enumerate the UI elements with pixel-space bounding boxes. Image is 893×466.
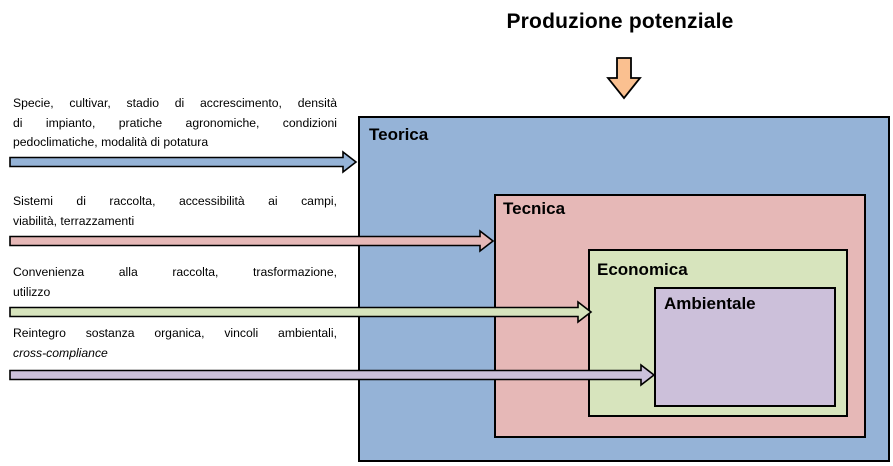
description-economica-line-2: utilizzo bbox=[13, 284, 51, 299]
description-ambientale-line-2: cross-compliance bbox=[13, 345, 108, 360]
description-ambientale-line-1: Reintegro sostanza organica, vincoli amb… bbox=[13, 326, 337, 340]
box-ambientale bbox=[654, 287, 836, 407]
label-tecnica: Tecnica bbox=[503, 199, 566, 218]
description-tecnica: Sistemi di raccolta, accessibilità ai ca… bbox=[13, 192, 337, 231]
label-economica: Economica bbox=[597, 260, 688, 279]
description-economica: Convenienza alla raccolta, trasformazion… bbox=[13, 263, 337, 302]
description-teorica-line-3: pedoclimatiche, modalità di potatura bbox=[13, 135, 209, 149]
down-arrow-icon bbox=[606, 57, 642, 100]
label-ambientale: Ambientale bbox=[664, 294, 756, 313]
description-teorica-line-2: di impianto, pratiche agronomiche, condi… bbox=[13, 115, 337, 130]
description-teorica: Specie, cultivar, stadio di accresciment… bbox=[13, 94, 337, 153]
description-ambientale: Reintegro sostanza organica, vincoli amb… bbox=[13, 324, 337, 363]
description-economica-line-1: Convenienza alla raccolta, trasformazion… bbox=[13, 265, 337, 279]
description-tecnica-line-1: Sistemi di raccolta, accessibilità ai ca… bbox=[13, 194, 337, 208]
diagram-title: Produzione potenziale bbox=[506, 10, 734, 33]
description-tecnica-line-2: viabilità, terrazzamenti bbox=[13, 213, 135, 228]
arrow-teorica bbox=[9, 150, 358, 174]
label-teorica: Teorica bbox=[369, 125, 429, 144]
description-teorica-line-1: Specie, cultivar, stadio di accresciment… bbox=[13, 96, 337, 110]
